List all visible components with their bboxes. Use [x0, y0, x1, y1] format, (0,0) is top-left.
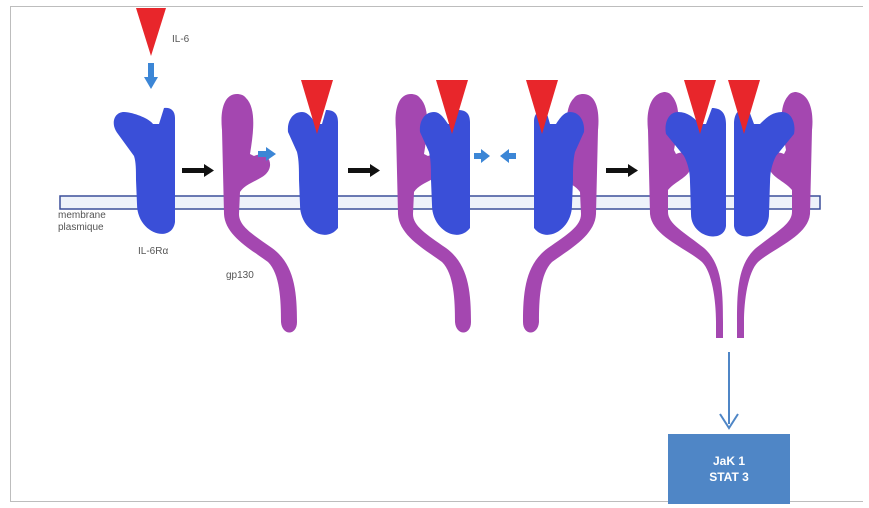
- gp130-label: gp130: [226, 270, 254, 281]
- membrane-label: membrane: [58, 210, 106, 221]
- il6-receptor-alpha: [114, 108, 175, 234]
- il6-receptor-alpha: [288, 110, 338, 235]
- il6-ligand: [136, 8, 166, 56]
- step-arrow-3: [606, 164, 638, 177]
- plasmique-label: plasmique: [58, 222, 104, 233]
- il6-down-arrow: [144, 63, 158, 89]
- signal-arrow: [720, 352, 738, 428]
- jak-stat-box: JaK 1 STAT 3: [668, 434, 790, 504]
- gp130-receptor: [222, 94, 297, 333]
- step-arrow-1: [182, 164, 214, 177]
- stat-label: STAT 3: [709, 469, 749, 485]
- il6-label: IL-6: [172, 34, 189, 45]
- receptor-label: IL-6Rα: [138, 246, 168, 257]
- approach-arrow-left: [500, 149, 516, 163]
- step-arrow-2: [348, 164, 380, 177]
- approach-arrow-right: [474, 149, 490, 163]
- jak-label: JaK 1: [713, 453, 745, 469]
